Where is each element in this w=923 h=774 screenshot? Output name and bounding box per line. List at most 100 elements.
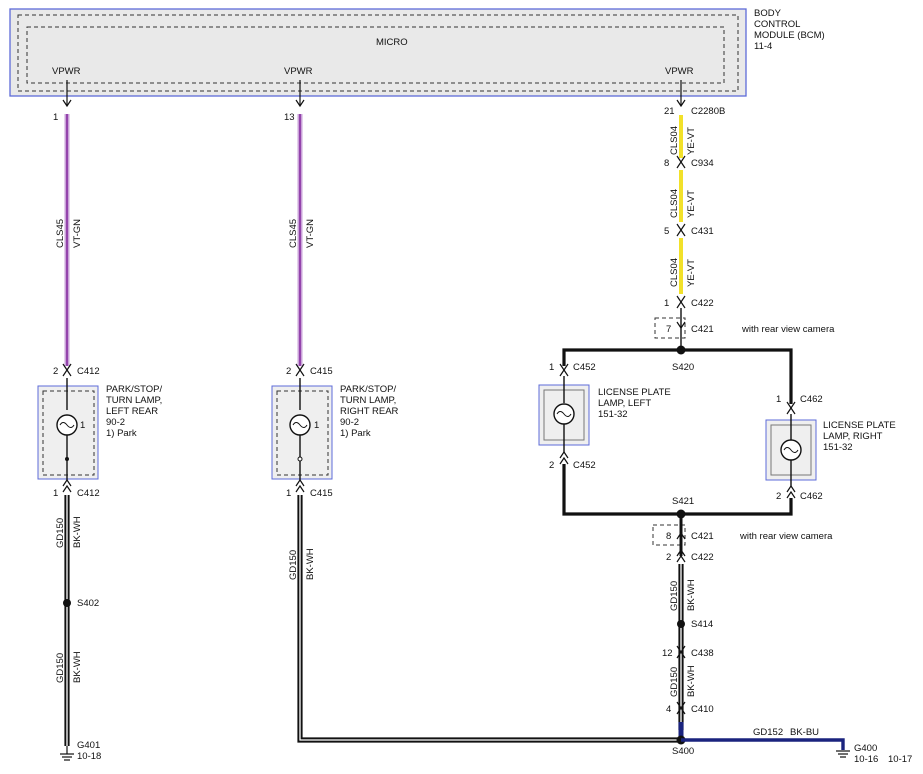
left-lp-top-conn: C452: [573, 362, 596, 373]
left-lp-bot-conn: C452: [573, 460, 596, 471]
left-gd-color-2: BK-WH: [72, 651, 83, 683]
left-c412-top-pin: 2: [53, 366, 58, 377]
left-lp-bot-pin: 2: [549, 460, 554, 471]
left-c412-bot-conn: C412: [77, 488, 100, 499]
bcm-box: [9, 8, 747, 97]
seg1-color: YE-VT: [686, 127, 697, 155]
mid-gd-circuit: GD150: [288, 550, 299, 580]
c421-bot-pin: 8: [666, 531, 671, 542]
left-lamp-line-3: LEFT REAR: [106, 406, 158, 417]
bcm-title-line-3: MODULE (BCM): [754, 30, 825, 41]
c422-pin: 1: [664, 298, 669, 309]
mid-gd-color: BK-WH: [305, 548, 316, 580]
c410-label: C410: [691, 704, 714, 715]
left-lp-line-2: LAMP, LEFT: [598, 398, 651, 409]
left-lp-line-3: 151-32: [598, 409, 628, 420]
g401-label: G401: [77, 740, 100, 751]
left-lamp-line-4: 90-2: [106, 417, 125, 428]
mid-color-label: VT-GN: [305, 219, 316, 248]
right-gd-color-1: BK-WH: [686, 579, 697, 611]
s414-splice-dot: [677, 620, 685, 628]
s420-label: S420: [672, 362, 694, 373]
left-branch: 1 CLS45 VT-GN 2 C412 1 PARK/STOP/ TURN L…: [37, 112, 162, 762]
c410-pin: 4: [666, 704, 671, 715]
left-lamp-line-2: TURN LAMP,: [106, 395, 162, 406]
bk-bu-label: BK-BU: [790, 727, 819, 738]
bcm-title-line-2: CONTROL: [754, 19, 800, 30]
right-lp-line-1: LICENSE PLATE: [823, 420, 896, 431]
right-lp-line-2: LAMP, RIGHT: [823, 431, 883, 442]
seg2-circuit: CLS04: [669, 189, 680, 218]
mid-c415-bot-conn: C415: [310, 488, 333, 499]
left-c412-bot-pin: 1: [53, 488, 58, 499]
left-bcm-pin: 1: [53, 112, 58, 123]
mid-lamp-line-2: TURN LAMP,: [340, 395, 396, 406]
bcm-inner-dashed: [17, 14, 739, 92]
right-gd-circuit-1: GD150: [669, 581, 680, 611]
mid-c415-top-pin: 2: [286, 366, 291, 377]
c431-pin: 5: [664, 226, 669, 237]
left-lamp-pin: 1: [80, 420, 85, 431]
mid-lamp-pin: 1: [314, 420, 319, 431]
c421-bot-label: C421: [691, 531, 714, 542]
left-lamp-line-5: 1) Park: [106, 428, 137, 439]
mid-lamp-line-1: PARK/STOP/: [340, 384, 396, 395]
mid-lamp-line-4: 90-2: [340, 417, 359, 428]
seg3-color: YE-VT: [686, 259, 697, 287]
s402-splice-dot: [63, 599, 71, 607]
mid-lamp-line-5: 1) Park: [340, 428, 371, 439]
g401-ref: 10-18: [77, 751, 101, 762]
right-bcm-pin: 21: [664, 106, 675, 117]
right-lp-top-pin: 1: [776, 394, 781, 405]
bcm-title-line-1: BODY: [754, 8, 782, 19]
seg2-color: YE-VT: [686, 190, 697, 218]
left-gd-circuit-2: GD150: [55, 653, 66, 683]
c421-top-label: C421: [691, 324, 714, 335]
right-lp-bot-conn: C462: [800, 491, 823, 502]
c422-bot-pin: 2: [666, 552, 671, 563]
right-lp-line-3: 151-32: [823, 442, 853, 453]
c431-label: C431: [691, 226, 714, 237]
left-lp-line-1: LICENSE PLATE: [598, 387, 671, 398]
mid-lamp-line-3: RIGHT REAR: [340, 406, 399, 417]
bcm-pin-arrows: [62, 80, 686, 108]
left-lamp-dashed: [42, 390, 95, 476]
micro-dashed-box: [26, 26, 725, 84]
left-color-label: VT-GN: [72, 219, 83, 248]
left-circuit-label: CLS45: [55, 219, 66, 248]
bcm-title-line-4: 11-4: [754, 41, 772, 52]
bcm-module: MICRO VPWR VPWR VPWR BODY CONTROL MODULE…: [9, 8, 825, 97]
seg1-circuit: CLS04: [669, 126, 680, 155]
s402-label: S402: [77, 598, 99, 609]
c438-pin: 12: [662, 648, 673, 659]
left-lamp-line-1: PARK/STOP/: [106, 384, 162, 395]
c2280b-label: C2280B: [691, 106, 725, 117]
s420-splice-dot: [676, 345, 686, 355]
c438-label: C438: [691, 648, 714, 659]
gd152-label: GD152: [753, 727, 783, 738]
c421-top-pin: 7: [666, 324, 671, 335]
s400-label: S400: [672, 746, 694, 757]
c421-bot-dashed: [652, 524, 686, 546]
right-lp-top-conn: C462: [800, 394, 823, 405]
right-gd-color-2: BK-WH: [686, 665, 697, 697]
c934-pin: 8: [664, 158, 669, 169]
c422-bot-label: C422: [691, 552, 714, 563]
left-gd-color-1: BK-WH: [72, 516, 83, 548]
left-gd-circuit-1: GD150: [55, 518, 66, 548]
page-ref: 10-17: [888, 754, 912, 765]
c422-label: C422: [691, 298, 714, 309]
middle-branch: 13 CLS45 VT-GN 2 C415 1 PARK/STOP/ TURN …: [271, 112, 681, 743]
c934-label: C934: [691, 158, 714, 169]
c421-top-note: with rear view camera: [741, 324, 835, 335]
right-lp-bot-pin: 2: [776, 491, 781, 502]
mid-lamp-outer: [271, 385, 333, 480]
left-c412-top-conn: C412: [77, 366, 100, 377]
right-branch: 21 C2280B CLS04 YE-VT 8 C934 CLS04 YE-VT…: [538, 106, 912, 765]
left-lp-top-pin: 1: [549, 362, 554, 373]
g400-label: G400: [854, 743, 877, 754]
micro-label: MICRO: [376, 37, 408, 48]
right-gd-circuit-2: GD150: [669, 667, 680, 697]
mid-c415-bot-pin: 1: [286, 488, 291, 499]
c421-bot-note: with rear view camera: [739, 531, 833, 542]
